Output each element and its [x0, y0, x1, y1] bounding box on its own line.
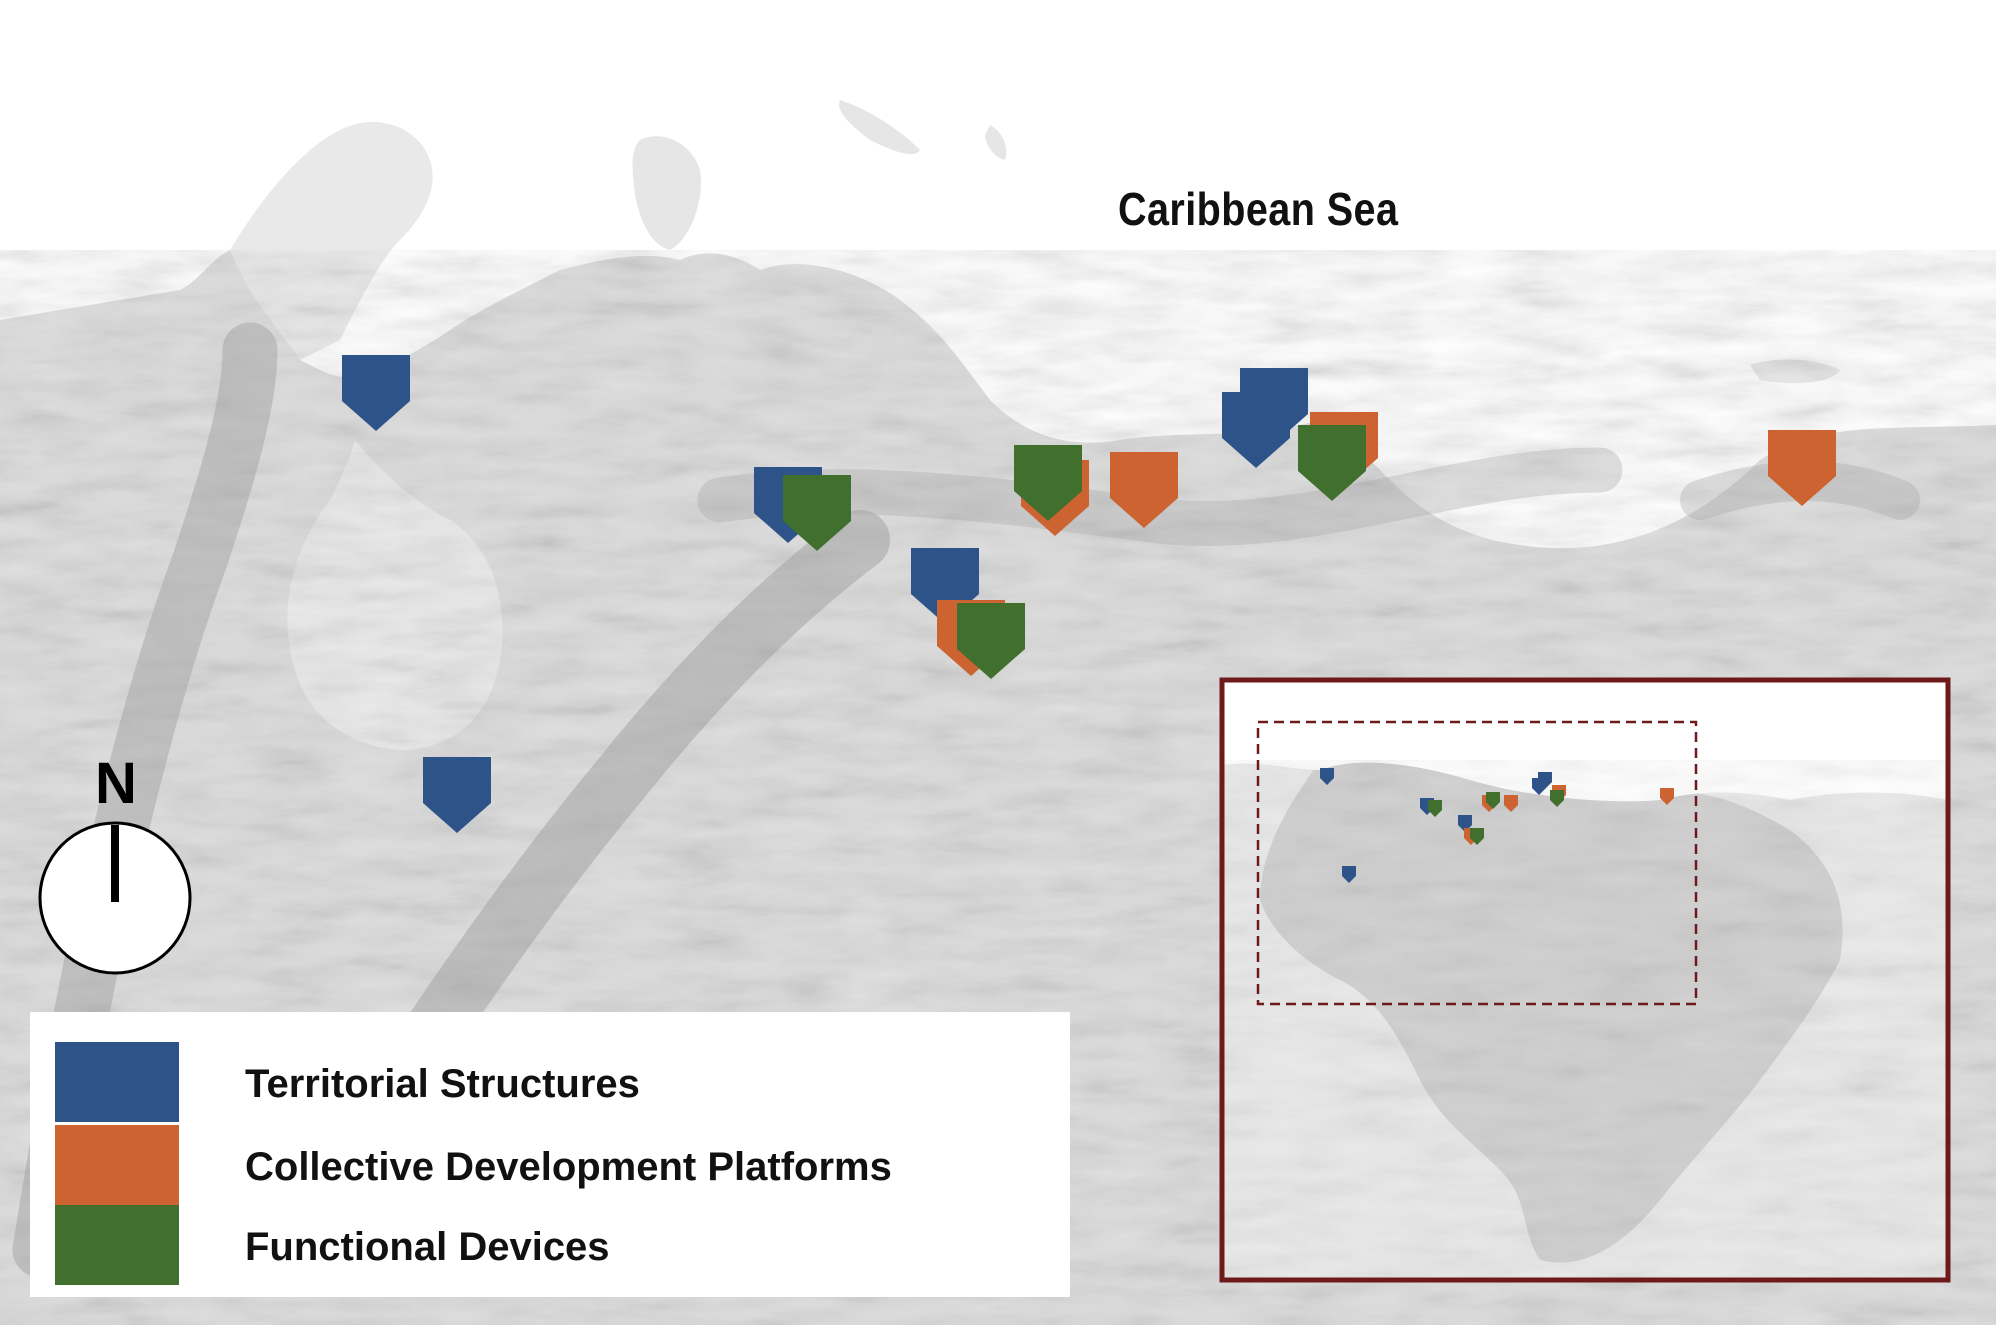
sea-label: Caribbean Sea	[1118, 183, 1399, 235]
legend-item-collective: Collective Development Platforms	[55, 1125, 1055, 1205]
marker-layer	[342, 355, 1836, 833]
inset-map	[1219, 677, 1951, 1283]
inset-marker-collective	[1660, 788, 1674, 805]
legend-item-territorial: Territorial Structures	[55, 1042, 1055, 1122]
main-marker-functional	[1298, 425, 1366, 501]
inset-marker-territorial	[1538, 772, 1552, 789]
main-marker-territorial	[423, 757, 491, 833]
main-marker-functional	[1014, 445, 1082, 521]
inset-marker-territorial	[1342, 866, 1356, 883]
inset-extent-box	[1256, 720, 1698, 1006]
inset-marker-functional	[1470, 828, 1484, 845]
north-label: N	[95, 751, 137, 816]
inset-marker-functional	[1428, 800, 1442, 817]
main-marker-territorial	[1222, 392, 1290, 468]
legend-label-functional: Functional Devices	[245, 1225, 610, 1269]
island-aruba	[632, 136, 701, 250]
island-bonaire	[985, 125, 1007, 160]
main-marker-territorial	[342, 355, 410, 431]
main-marker-collective	[1110, 452, 1178, 528]
legend-swatch-functional	[55, 1205, 179, 1285]
inset-frame	[1219, 677, 1951, 1283]
legend-item-functional: Functional Devices	[55, 1205, 1055, 1285]
legend-label-territorial: Territorial Structures	[245, 1062, 640, 1106]
inset-relief	[1222, 760, 1948, 1280]
legend-swatch-territorial	[55, 1042, 179, 1122]
legend: Territorial Structures Collective Develo…	[30, 1012, 1070, 1297]
legend-label-collective: Collective Development Platforms	[245, 1145, 892, 1189]
main-marker-functional	[957, 603, 1025, 679]
north-arrow	[38, 821, 192, 975]
inset-marker-territorial	[1458, 815, 1472, 832]
inset-marker-layer	[1320, 768, 1674, 883]
island-curacao	[839, 100, 920, 155]
main-marker-collective	[1768, 430, 1836, 506]
inset-marker-functional	[1550, 790, 1564, 807]
legend-swatch-collective	[55, 1125, 179, 1205]
inset-marker-functional	[1486, 792, 1500, 809]
inset-marker-territorial	[1320, 768, 1334, 785]
inset-marker-collective	[1504, 795, 1518, 812]
main-marker-functional	[783, 475, 851, 551]
